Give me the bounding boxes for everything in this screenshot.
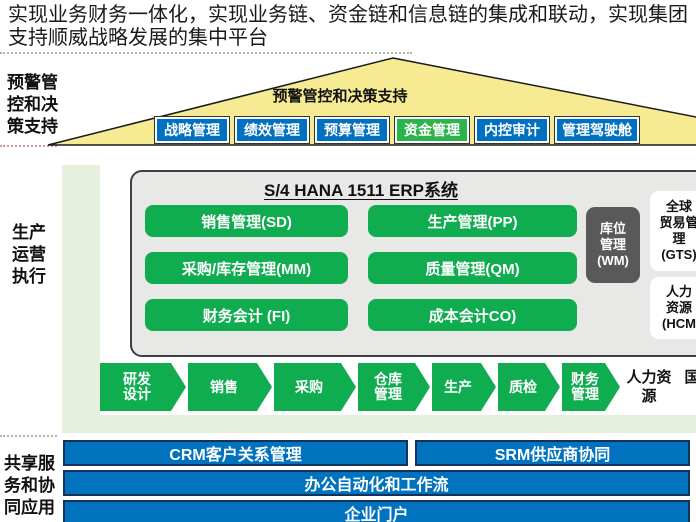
side-label-shared-services: 共享服 务和协 同应用	[4, 454, 55, 517]
erp-title: S/4 HANA 1511 ERP系统	[264, 181, 458, 200]
flow-arrow-quality-check: 质检	[498, 363, 560, 411]
erp-module-mm: 采购/库存管理(MM)	[145, 252, 348, 284]
flow-text-cutoff: 国	[684, 369, 696, 386]
headline-line-2: 支持顺威战略发展的集中平台	[8, 27, 268, 49]
erp-module-pp: 生产管理(PP)	[368, 205, 577, 237]
bar-srm: SRM供应商协同	[415, 440, 690, 466]
hr-hcm-box: 人力 资源 (HCM	[650, 277, 696, 339]
flow-arrow-procurement: 采购	[274, 363, 356, 411]
warehouse-mgmt-box: 库位 管理 (WM)	[586, 207, 640, 283]
flow-arrow-sales: 销售	[188, 363, 272, 411]
section-band-vertical	[62, 165, 100, 433]
flow-arrow-rnd-design: 研发 设计	[100, 363, 186, 411]
erp-module-grid: 销售管理(SD) 生产管理(PP) 采购/库存管理(MM) 质量管理(QM) 财…	[145, 205, 577, 331]
pyramid-item-performance: 绩效管理	[235, 117, 309, 143]
erp-module-fi: 财务会计 (FI)	[145, 299, 348, 331]
flow-text-hr: 人力资 源	[626, 369, 672, 405]
pyramid-item-strategy: 战略管理	[155, 117, 229, 143]
bar-enterprise-portal: 企业门户	[63, 500, 690, 522]
erp-module-qm: 质量管理(QM)	[368, 252, 577, 284]
flow-arrow-warehouse: 仓库 管理	[358, 363, 430, 411]
erp-module-sd: 销售管理(SD)	[145, 205, 348, 237]
pyramid-item-internal-audit: 内控审计	[475, 117, 549, 143]
flow-arrow-production: 生产	[432, 363, 496, 411]
headline-line-1: 实现业务财务一体化，实现业务链、资金链和信息链的集成和联动，实现集团	[8, 4, 688, 26]
side-label-warning-decision: 预警管 控和决 策支持	[7, 73, 58, 136]
separator-dotted-left-lower	[0, 435, 57, 437]
process-flow: 研发 设计 销售 采购 仓库 管理 生产 质检 财务 管理	[100, 363, 620, 411]
section-band-horizontal	[62, 415, 696, 433]
pyramid-item-budget: 预算管理	[315, 117, 389, 143]
bar-crm: CRM客户关系管理	[63, 440, 408, 466]
pyramid-item-management-cockpit: 管理驾驶舱	[555, 117, 639, 143]
pyramid-item-treasury: 资金管理	[395, 117, 469, 143]
side-label-production-operation: 生产 运营 执行	[12, 223, 46, 286]
erp-module-co: 成本会计CO)	[368, 299, 577, 331]
global-trade-box: 全球 贸易管 理 (GTS)	[650, 191, 696, 271]
separator-dotted-left-upper	[0, 145, 57, 147]
headline: 实现业务财务一体化，实现业务链、资金链和信息链的集成和联动，实现集团 支持顺威战…	[8, 4, 696, 50]
bar-office-automation: 办公自动化和工作流	[63, 470, 690, 496]
flow-arrow-finance: 财务 管理	[562, 363, 620, 411]
separator-dotted-top	[0, 52, 412, 54]
pyramid-title: 预警管控和决策支持	[272, 88, 408, 105]
pyramid-button-row: 战略管理 绩效管理 预算管理 资金管理 内控审计 管理驾驶舱	[155, 117, 639, 143]
